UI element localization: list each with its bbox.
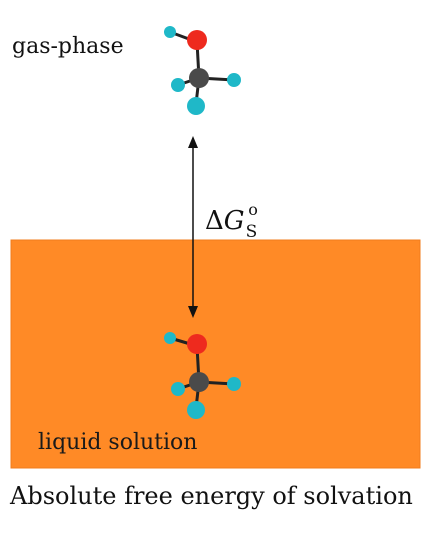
hydrogen-atom [171,382,185,396]
hydrogen-atom [227,73,241,87]
arrow-head-up [188,136,198,148]
free-energy-label: ΔGSo [205,202,258,241]
hydrogen-atom [164,332,176,344]
free-energy-arrow [188,136,198,318]
delta-subscript: S [245,222,258,242]
delta-variable: G [223,206,245,236]
oxygen-atom [187,334,207,354]
gas-phase-label: gas-phase [12,34,124,59]
liquid-solution-region [10,239,421,469]
delta-superscript: o [248,200,258,219]
hydrogen-atom [187,401,205,419]
solvated-molecule [164,332,241,419]
hydrogen-atom [164,26,176,38]
hydrogen-atom [171,78,185,92]
carbon-atom [189,372,209,392]
carbon-atom [189,68,209,88]
delta-symbol: Δ [205,206,224,236]
hydrogen-atom [227,377,241,391]
arrow-head-down [188,306,198,318]
figure-caption: Absolute free energy of solvation [10,482,413,510]
gas-phase-molecule [164,26,241,115]
liquid-solution-label: liquid solution [38,430,198,455]
oxygen-atom [187,30,207,50]
hydrogen-atom [187,97,205,115]
